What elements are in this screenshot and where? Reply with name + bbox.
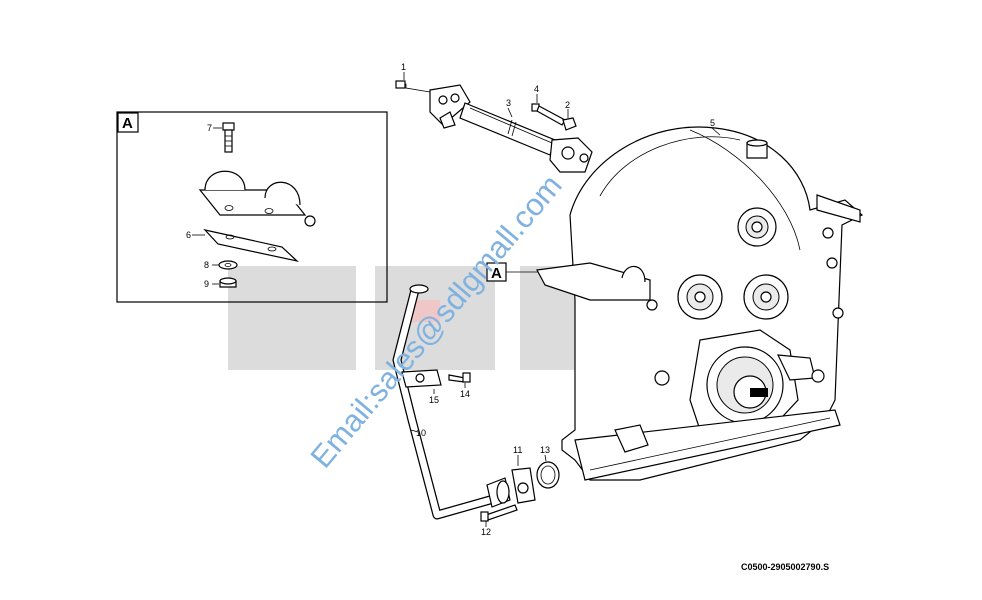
callout-2: 2 — [565, 100, 570, 110]
oring-13 — [536, 461, 560, 489]
bolt-7 — [222, 122, 235, 153]
callout-13: 13 — [540, 445, 550, 455]
callout-15: 15 — [429, 395, 439, 405]
oil-pan — [574, 409, 841, 481]
callout-5: 5 — [710, 118, 715, 128]
flange-mid-left — [677, 274, 723, 320]
yoke-left — [429, 84, 471, 126]
bolt-12 — [485, 504, 518, 521]
callout-3: 3 — [506, 98, 511, 108]
detail-a-marker: A — [486, 262, 538, 282]
callout-8: 8 — [204, 260, 209, 270]
pipe-assembly: 10 15 14 11 13 12 — [392, 284, 560, 537]
inset-detail-a: A — [116, 111, 388, 303]
callout-7: 7 — [207, 123, 212, 133]
drive-shaft-assembly: 1 4 2 3 — [395, 62, 593, 173]
callout-1: 1 — [401, 62, 406, 72]
transmission-housing-5: 5 — [536, 118, 864, 481]
callout-6: 6 — [186, 230, 191, 240]
flange-mid-right — [743, 274, 789, 320]
callout-11: 11 — [513, 445, 522, 455]
callout-12: 12 — [481, 527, 491, 537]
plate-6 — [203, 228, 299, 263]
inset-frame — [116, 111, 388, 303]
callout-4: 4 — [534, 84, 539, 94]
nut-2 — [562, 117, 577, 131]
flange-upper — [737, 207, 777, 247]
detail-a-label: A — [491, 265, 502, 282]
bracket-part — [198, 170, 316, 227]
inset-label: A — [122, 115, 133, 132]
callout-9: 9 — [204, 279, 209, 289]
drawing-reference: C0500-2905002790.S — [741, 562, 829, 572]
callout-14: 14 — [460, 389, 470, 399]
washer-8 — [218, 260, 238, 270]
flange-main — [689, 329, 799, 431]
callout-10: 10 — [416, 428, 426, 438]
inset-label-box — [117, 112, 139, 133]
filter-port — [614, 424, 649, 453]
